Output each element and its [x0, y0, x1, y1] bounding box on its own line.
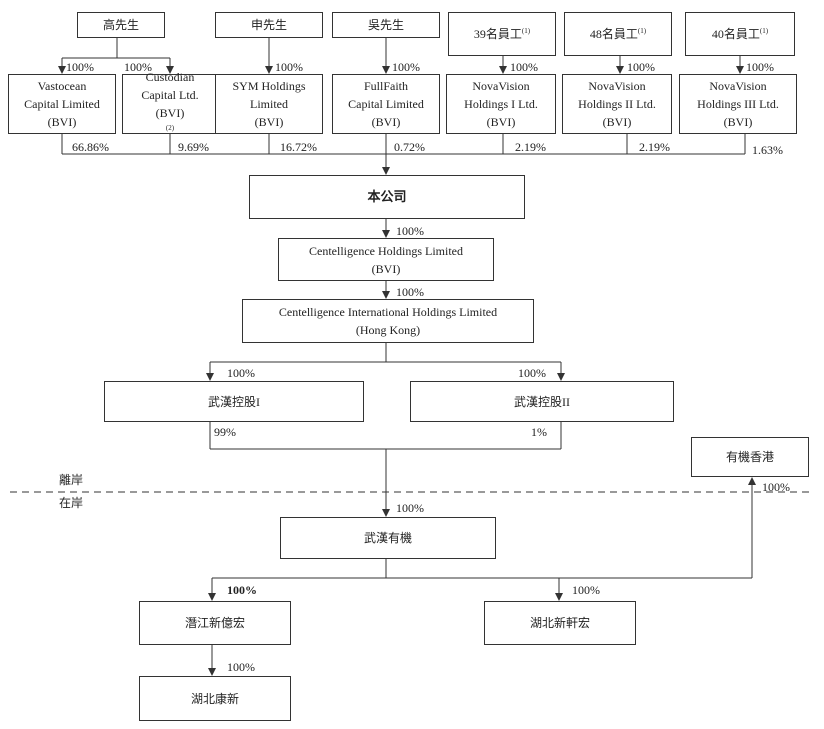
nova2-line-1: NovaVision	[588, 79, 646, 93]
fullfaith-line-3: (BVI)	[371, 115, 401, 129]
pct-hubei-xinxuan: 100%	[572, 583, 600, 597]
pct-wh2: 1%	[531, 425, 547, 439]
emp39-note: (1)	[521, 27, 531, 35]
entity-novavision-2: NovaVision Holdings II Ltd. (BVI)	[562, 74, 672, 134]
nova3-line-3: (BVI)	[723, 115, 753, 129]
pct-gao-custodian: 100%	[124, 60, 152, 74]
pct-emp48-nova2: 100%	[627, 60, 655, 74]
entity-youji-hk: 有機香港	[691, 437, 809, 477]
shareholder-employees-48: 48名員工(1)	[564, 12, 672, 56]
custodian-line-1: Custodian	[145, 70, 195, 84]
shareholder-mr-wu: 吳先生	[332, 12, 440, 38]
vastocean-line-3: (BVI)	[47, 115, 77, 129]
pct-emp39-nova1: 100%	[510, 60, 538, 74]
shareholder-employees-39: 39名員工(1)	[448, 12, 556, 56]
pct-nova3: 1.63%	[752, 143, 783, 157]
centbvi-line-1: Centelligence Holdings Limited	[309, 243, 463, 258]
entity-sym-holdings: SYM Holdings Limited (BVI)	[215, 74, 323, 134]
entity-qianjiang-xinyihong: 潛江新億宏	[139, 601, 291, 645]
nova2-line-3: (BVI)	[602, 115, 632, 129]
nova2-line-2: Holdings II Ltd.	[578, 97, 656, 111]
nova1-line-3: (BVI)	[486, 115, 516, 129]
pct-fullfaith: 0.72%	[394, 140, 425, 154]
mr-wu-label: 吳先生	[367, 18, 404, 32]
custodian-line-3: (BVI)	[155, 106, 185, 120]
vastocean-line-1: Vastocean	[37, 79, 87, 93]
entity-custodian: Custodian Capital Ltd. (BVI) (2)	[122, 70, 218, 134]
mr-shen-label: 申先生	[250, 18, 287, 32]
wh1-label: 武漢控股I	[208, 394, 260, 409]
nova1-line-2: Holdings I Ltd.	[464, 97, 538, 111]
shareholder-mr-shen: 申先生	[215, 12, 323, 38]
custodian-line-2: Capital Ltd.	[141, 88, 199, 102]
nova3-line-2: Holdings III Ltd.	[697, 97, 779, 111]
pct-kangxin: 100%	[227, 660, 255, 674]
company-label: 本公司	[367, 189, 407, 204]
centbvi-line-2: (BVI)	[371, 261, 401, 276]
nova3-line-1: NovaVision	[709, 79, 767, 93]
mr-gao-label: 高先生	[102, 18, 139, 32]
entity-hubei-xinxuanhong: 湖北新軒宏	[484, 601, 636, 645]
sym-line-1: SYM Holdings	[232, 79, 306, 93]
pct-to-wuhan-youji: 100%	[396, 501, 424, 515]
emp39-label: 39名員工	[473, 27, 522, 41]
pct-centhk-wh2: 100%	[518, 366, 546, 380]
entity-wuhan-holding-1: 武漢控股I	[104, 381, 364, 422]
entity-vastocean: Vastocean Capital Limited (BVI)	[8, 74, 116, 134]
pct-centhk-wh1: 100%	[227, 366, 255, 380]
centhk-line-2: (Hong Kong)	[355, 323, 421, 337]
entity-wuhan-holding-2: 武漢控股II	[410, 381, 674, 422]
pct-sym: 16.72%	[280, 140, 317, 154]
pct-shen-sym: 100%	[275, 60, 303, 74]
offshore-label: 離岸	[59, 473, 84, 487]
wuhan-youji-label: 武漢有機	[363, 531, 412, 545]
entity-centelligence-hk: Centelligence International Holdings Lim…	[242, 299, 534, 343]
entity-novavision-1: NovaVision Holdings I Ltd. (BVI)	[446, 74, 556, 134]
pct-youji-hk: 100%	[762, 480, 790, 494]
pct-centbvi-centhk: 100%	[396, 285, 424, 299]
fullfaith-line-1: FullFaith	[363, 79, 408, 93]
qianjiang-label: 潛江新億宏	[184, 616, 245, 630]
vastocean-line-2: Capital Limited	[24, 97, 100, 111]
shareholder-employees-40: 40名員工(1)	[685, 12, 795, 56]
sym-line-3: (BVI)	[254, 115, 284, 129]
youji-hk-label: 有機香港	[725, 450, 774, 464]
entity-fullfaith: FullFaith Capital Limited (BVI)	[332, 74, 440, 134]
pct-wu-fullfaith: 100%	[392, 60, 420, 74]
sym-line-2: Limited	[249, 97, 288, 111]
pct-gao-vastocean: 100%	[66, 60, 94, 74]
pct-emp40-nova3: 100%	[746, 60, 774, 74]
shareholder-mr-gao: 高先生	[77, 12, 165, 38]
fullfaith-line-2: Capital Limited	[348, 97, 424, 111]
emp48-note: (1)	[637, 27, 647, 35]
hubei-xinxuan-label: 湖北新軒宏	[529, 616, 590, 630]
custodian-note: (2)	[165, 124, 175, 132]
pct-nova1: 2.19%	[515, 140, 546, 154]
pct-wh1: 99%	[214, 425, 236, 439]
emp40-note: (1)	[759, 27, 769, 35]
entity-wuhan-youji: 武漢有機	[280, 517, 496, 559]
pct-nova2: 2.19%	[639, 140, 670, 154]
pct-custodian: 9.69%	[178, 140, 209, 154]
pct-vastocean: 66.86%	[72, 140, 109, 154]
pct-qianjiang: 100%	[227, 583, 257, 597]
wh2-label: 武漢控股II	[514, 394, 570, 409]
hubei-kangxin-label: 湖北康新	[190, 691, 239, 706]
entity-the-company: 本公司	[249, 175, 525, 219]
centhk-line-1: Centelligence International Holdings Lim…	[278, 305, 498, 319]
pct-company-centbvi: 100%	[396, 224, 424, 238]
nova1-line-1: NovaVision	[472, 79, 530, 93]
onshore-label: 在岸	[59, 496, 84, 510]
emp48-label: 48名員工	[589, 27, 638, 41]
entity-hubei-kangxin: 湖北康新	[139, 676, 291, 721]
entity-centelligence-bvi: Centelligence Holdings Limited (BVI)	[278, 238, 494, 281]
emp40-label: 40名員工	[711, 27, 760, 41]
entity-novavision-3: NovaVision Holdings III Ltd. (BVI)	[679, 74, 797, 134]
